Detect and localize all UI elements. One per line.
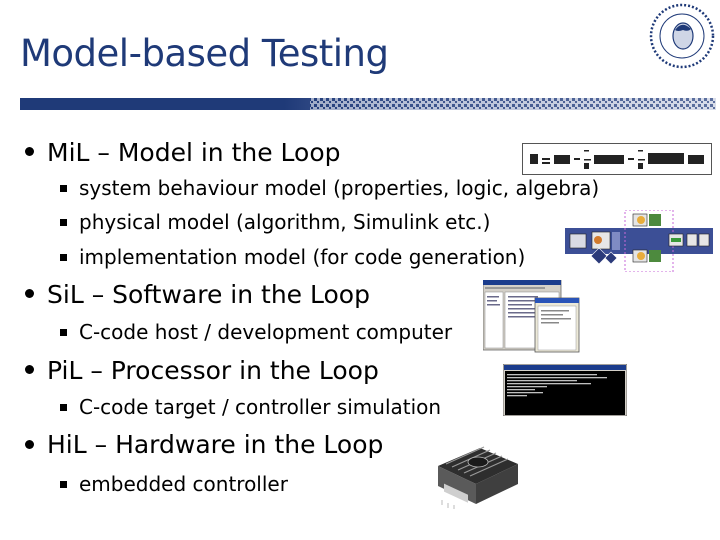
sub-bullet: physical model (algorithm, Simulink etc.…: [79, 210, 491, 234]
software-ide-screenshot-image: [483, 280, 580, 353]
equation-image: [522, 143, 712, 175]
console-window-image: [503, 364, 627, 416]
bullet-pil: PiL – Processor in the Loop: [47, 356, 379, 385]
bullet-mil: MiL – Model in the Loop: [47, 138, 341, 167]
sub-bullet: system behaviour model (properties, logi…: [79, 176, 600, 200]
bullet-dot-icon: [25, 440, 34, 449]
controller-hardware-image: [438, 446, 518, 509]
university-seal-icon: [649, 3, 715, 69]
bullet-dot-icon: [25, 289, 34, 298]
bullet-sil: SiL – Software in the Loop: [47, 280, 370, 309]
square-bullet-icon: [60, 185, 67, 192]
page-title: Model-based Testing: [20, 32, 389, 75]
sub-bullet: C-code host / development computer: [79, 320, 453, 344]
simulink-block-diagram-image: [565, 210, 713, 272]
title-divider: [20, 98, 716, 110]
sub-bullet: implementation model (for code generatio…: [79, 245, 526, 269]
square-bullet-icon: [60, 254, 67, 261]
bullet-dot-icon: [25, 365, 34, 374]
square-bullet-icon: [60, 329, 67, 336]
square-bullet-icon: [60, 404, 67, 411]
square-bullet-icon: [60, 481, 67, 488]
sub-bullet: C-code target / controller simulation: [79, 395, 442, 419]
square-bullet-icon: [60, 219, 67, 226]
bullet-dot-icon: [25, 147, 34, 156]
bullet-hil: HiL – Hardware in the Loop: [47, 430, 384, 459]
sub-bullet: embedded controller: [79, 472, 288, 496]
